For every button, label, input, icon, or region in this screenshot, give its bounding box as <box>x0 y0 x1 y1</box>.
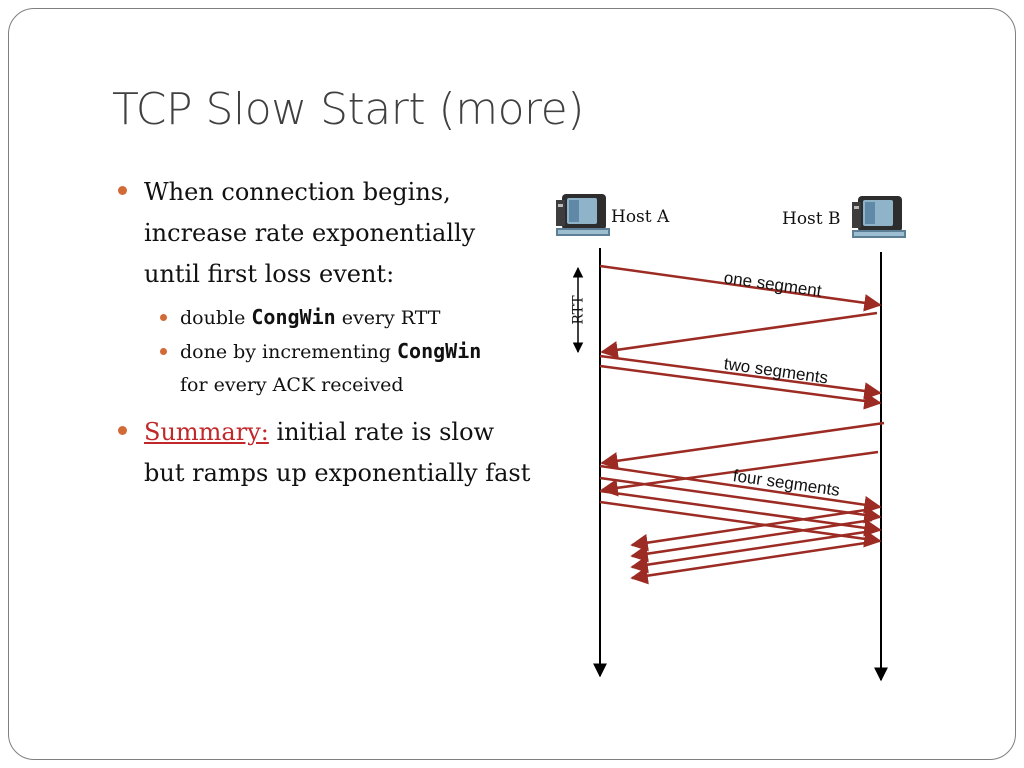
sub-bullet-dot <box>160 348 167 355</box>
sub-bullet-prefix: double <box>180 307 252 329</box>
ack-arrow <box>630 518 873 563</box>
sub-bullet-double: double CongWin every RTT <box>148 301 538 335</box>
segment-arrow <box>599 489 882 537</box>
bullet-list: When connection begins, increase rate ex… <box>118 172 538 494</box>
ack-arrow <box>600 311 878 359</box>
sub-bullet-suffix: for every ACK received <box>180 374 404 396</box>
congwin-code: CongWin <box>251 305 336 329</box>
congwin-code: CongWin <box>397 339 482 363</box>
bullet-dot <box>118 186 127 195</box>
segment-arrow <box>599 500 882 548</box>
summary-text: initial rate is slow but ramps up expone… <box>144 418 531 487</box>
slide-frame <box>8 8 1016 760</box>
summary-label: Summary: <box>144 418 269 446</box>
sub-bullet-suffix: every RTT <box>335 307 441 329</box>
slide-title: TCP Slow Start (more) <box>112 84 584 135</box>
host-b-computer-icon <box>852 196 906 238</box>
host-a-computer-icon <box>556 194 610 236</box>
segment-arrow <box>599 354 882 400</box>
ack-arrow <box>630 540 873 585</box>
ack-arrow <box>600 421 885 470</box>
bullet-text: When connection begins, increase rate ex… <box>144 178 476 288</box>
segment-arrow <box>599 364 882 410</box>
segment-arrow <box>599 464 882 514</box>
ack-arrow <box>630 529 873 574</box>
bullet-item-connection: When connection begins, increase rate ex… <box>118 172 538 295</box>
host-a-label: Host A <box>611 207 670 227</box>
ack-arrow <box>630 507 873 552</box>
sub-bullet-increment: done by incrementing CongWin for every A… <box>148 335 538 402</box>
rtt-label: RTT <box>570 295 587 325</box>
sub-bullet-dot <box>160 314 167 321</box>
segment-arrow <box>599 476 882 524</box>
sub-bullet-prefix: done by incrementing <box>180 341 397 363</box>
segment-arrow <box>599 264 882 312</box>
bullet-item-summary: Summary: initial rate is slow but ramps … <box>118 412 538 494</box>
bullet-dot <box>118 426 127 435</box>
host-b-label: Host B <box>782 209 841 229</box>
